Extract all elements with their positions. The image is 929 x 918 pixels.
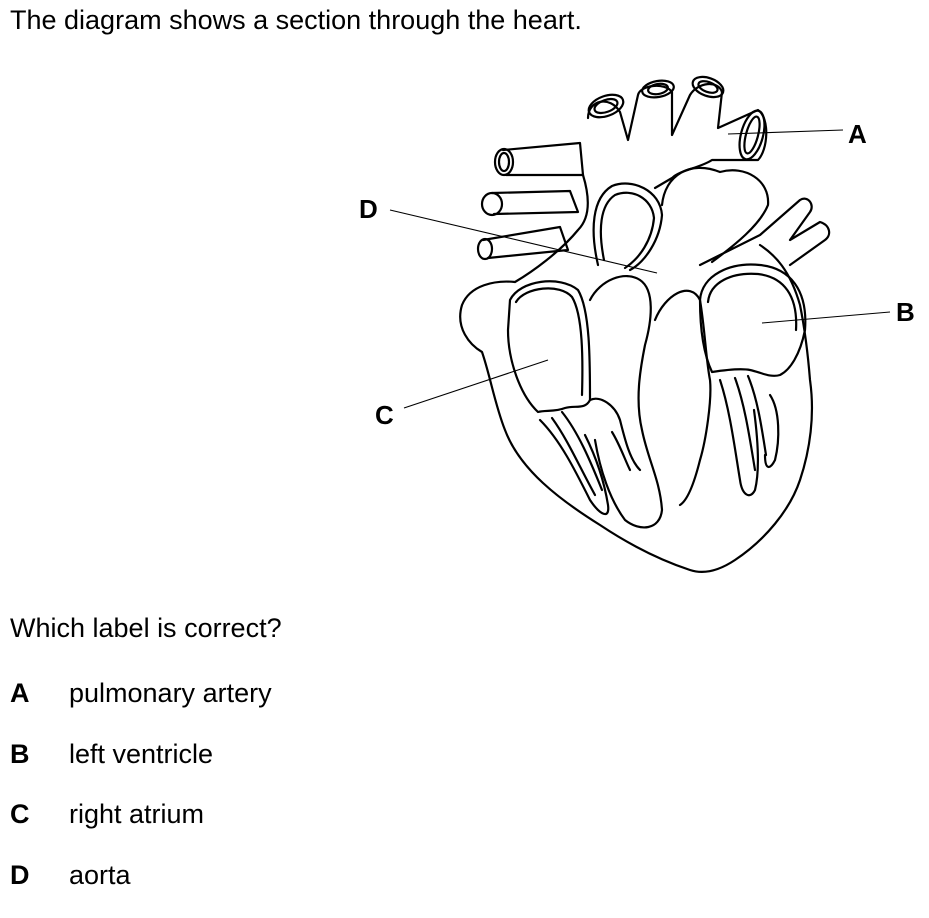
option-b[interactable]: B left ventricle [10, 737, 272, 798]
vena-cava-tube-middle [492, 191, 578, 214]
option-d[interactable]: D aorta [10, 858, 272, 918]
option-letter: B [10, 737, 69, 771]
option-letter: C [10, 797, 69, 831]
option-letter: A [10, 676, 69, 710]
diagram-label-c: C [375, 400, 394, 430]
option-letter: D [10, 858, 69, 892]
option-c[interactable]: C right atrium [10, 797, 272, 858]
leader-line-d [390, 210, 657, 273]
diagram-label-a: A [848, 119, 867, 149]
diagram-label-d: D [359, 194, 378, 224]
pulmonary-artery-opening [735, 108, 769, 162]
option-text: right atrium [69, 797, 204, 831]
diagram-label-b: B [896, 297, 915, 327]
septum-right [655, 291, 710, 505]
option-text: left ventricle [69, 737, 213, 771]
left-ventricle [720, 380, 758, 495]
pulmonary-trunk [662, 168, 829, 265]
question-prompt: Which label is correct? [10, 611, 282, 645]
right-ventricle [540, 420, 608, 514]
vena-cava-tube-top [503, 143, 583, 175]
heart-section-diagram: A B C D [0, 0, 929, 600]
right-atrium [508, 281, 590, 412]
leader-line-c [404, 360, 548, 408]
option-a[interactable]: A pulmonary artery [10, 676, 272, 737]
leader-line-b [762, 312, 890, 323]
answer-options: A pulmonary artery B left ventricle C ri… [10, 676, 272, 918]
leader-line-a [728, 130, 843, 134]
option-text: pulmonary artery [69, 676, 272, 710]
option-text: aorta [69, 858, 131, 892]
label-leader-lines [390, 130, 890, 408]
